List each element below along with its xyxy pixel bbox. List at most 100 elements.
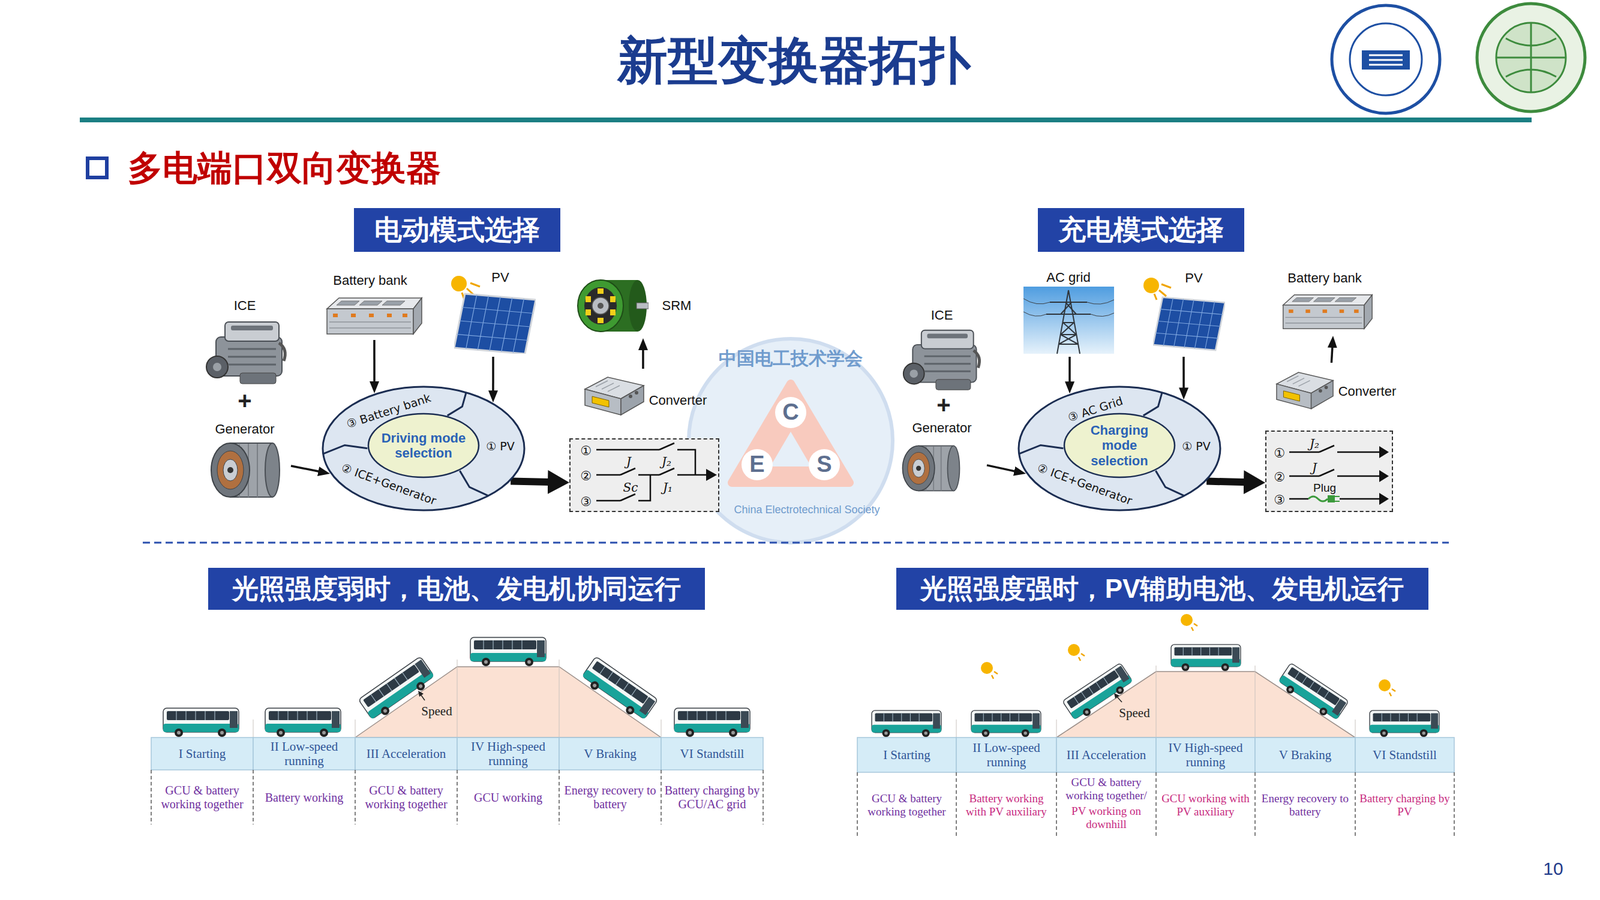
table-header-cell: VI Standstill [662, 746, 762, 762]
table-cell: GCU & battery working together [356, 784, 456, 812]
mode-banner: 光照强度强时，PV辅助电池、发电机运行 [896, 568, 1429, 611]
section-bullet [87, 158, 107, 178]
table-cell: Battery working [254, 791, 354, 806]
driving-profile-left [151, 770, 764, 825]
society-logo [1496, 22, 1566, 93]
component-label: Battery bank [332, 272, 408, 288]
banner-text: 电动模式选择 [374, 214, 540, 246]
driving-profile-right [1255, 737, 1356, 773]
connector-arrow [290, 466, 324, 473]
component-pictures [1283, 295, 1373, 329]
table-cell: GCU & battery working together [859, 792, 956, 819]
connector-arrow [373, 340, 376, 388]
table-cell: GCU working [458, 791, 558, 806]
table-header-cell: V Braking [1257, 748, 1354, 763]
component-pictures [1023, 286, 1115, 354]
driving-profile-right [871, 710, 942, 738]
watermark-text: 中国电工技术学会 [718, 348, 863, 370]
university-logo [1331, 5, 1440, 114]
component-pictures [454, 293, 536, 354]
component-pictures [206, 322, 285, 384]
switch-wiring [1327, 495, 1335, 503]
switch-wiring [1379, 446, 1389, 459]
slide-title: 新型变换器拓扑 [617, 26, 971, 96]
watermark-emblem [770, 431, 812, 467]
table-cell: Battery charging by GCU/AC grid [662, 784, 762, 812]
switch-wiring [1379, 493, 1389, 506]
connector-arrow [1331, 341, 1333, 363]
connector-arrow [641, 344, 645, 369]
driving-profile-right [980, 614, 1391, 692]
driving-profile-right [857, 737, 1455, 773]
watermark-emblem [741, 449, 773, 481]
component-pictures [902, 446, 960, 492]
mode-ring: ③ Battery bank① PV② ICE+GeneratorDriving… [321, 385, 526, 512]
university-logo [1349, 23, 1422, 96]
driving-profile-right [1056, 737, 1157, 773]
watermark-emblem [775, 397, 807, 429]
ring-segment-divider [1019, 445, 1064, 455]
switch-wiring [620, 468, 636, 476]
component-label: Converter [1338, 383, 1397, 399]
watermark-letter: S [816, 451, 832, 479]
component-label: Generator [214, 421, 275, 437]
driving-profile-right [1355, 737, 1455, 773]
switch-wiring [596, 475, 651, 501]
switch-wiring [1265, 430, 1394, 513]
driving-profile-right [980, 662, 993, 675]
switch-wiring [620, 494, 636, 501]
component-block: SRM [572, 271, 699, 339]
table-header-cell: II Low-speed running [958, 740, 1055, 770]
page-number: 10 [1543, 859, 1563, 881]
mode-selector: Charging mode selection [1063, 412, 1176, 479]
mode-banner: 光照强度弱时，电池、发电机协同运行 [208, 568, 705, 611]
ring-segment-label: ① PV [485, 440, 515, 454]
component-block: Converter [1269, 362, 1399, 417]
table-header-cell: IV High-speed running [458, 739, 558, 769]
connector-arrow [491, 356, 495, 397]
connector-arrow [986, 465, 1020, 473]
connector-arrow [1068, 356, 1071, 388]
driving-profile-right [857, 614, 1455, 839]
component-label: PV [491, 269, 509, 285]
driving-profile-left [579, 656, 659, 724]
driving-profile-right [1369, 710, 1440, 738]
watermark-emblem [808, 449, 840, 481]
banner-text: 光照强度强时，PV辅助电池、发电机运行 [920, 574, 1405, 605]
watermark-text: China Electrotechnical Society [733, 503, 880, 517]
component-pictures [903, 330, 980, 390]
ring-segment-divider [1155, 470, 1185, 497]
plus-sign: + [237, 386, 252, 415]
switch-wiring [1319, 445, 1335, 453]
driving-profile-left [355, 737, 458, 771]
university-logo [1331, 5, 1440, 114]
component-block: AC grid [1019, 269, 1119, 357]
connector-arrow [1206, 481, 1254, 483]
switch-wiring [596, 443, 707, 501]
watermark-letter: C [782, 399, 799, 426]
driving-profile-right [971, 710, 1041, 738]
switch-label: Plug [1313, 481, 1337, 495]
switch-wiring [1289, 445, 1389, 506]
table-header-cell: I Starting [152, 746, 252, 762]
component-block: ICE [200, 296, 297, 390]
driving-profile-left [163, 708, 239, 738]
society-logo [1496, 22, 1566, 93]
component-block: ICE [898, 305, 989, 401]
component-pictures [584, 377, 644, 416]
component-label: Battery bank [1287, 270, 1362, 286]
component-label: Converter [649, 392, 708, 408]
driving-profile-right [1067, 644, 1080, 657]
driving-profile-right [857, 772, 1455, 839]
switch-label: J₁ [662, 481, 673, 495]
university-logo [1361, 50, 1410, 70]
switch-wiring [1289, 475, 1380, 478]
driving-profile-left [151, 637, 764, 825]
switch-wiring [596, 474, 707, 477]
society-logo [1477, 3, 1586, 112]
speed-label: Speed [421, 704, 452, 719]
driving-profile-left [457, 737, 560, 771]
